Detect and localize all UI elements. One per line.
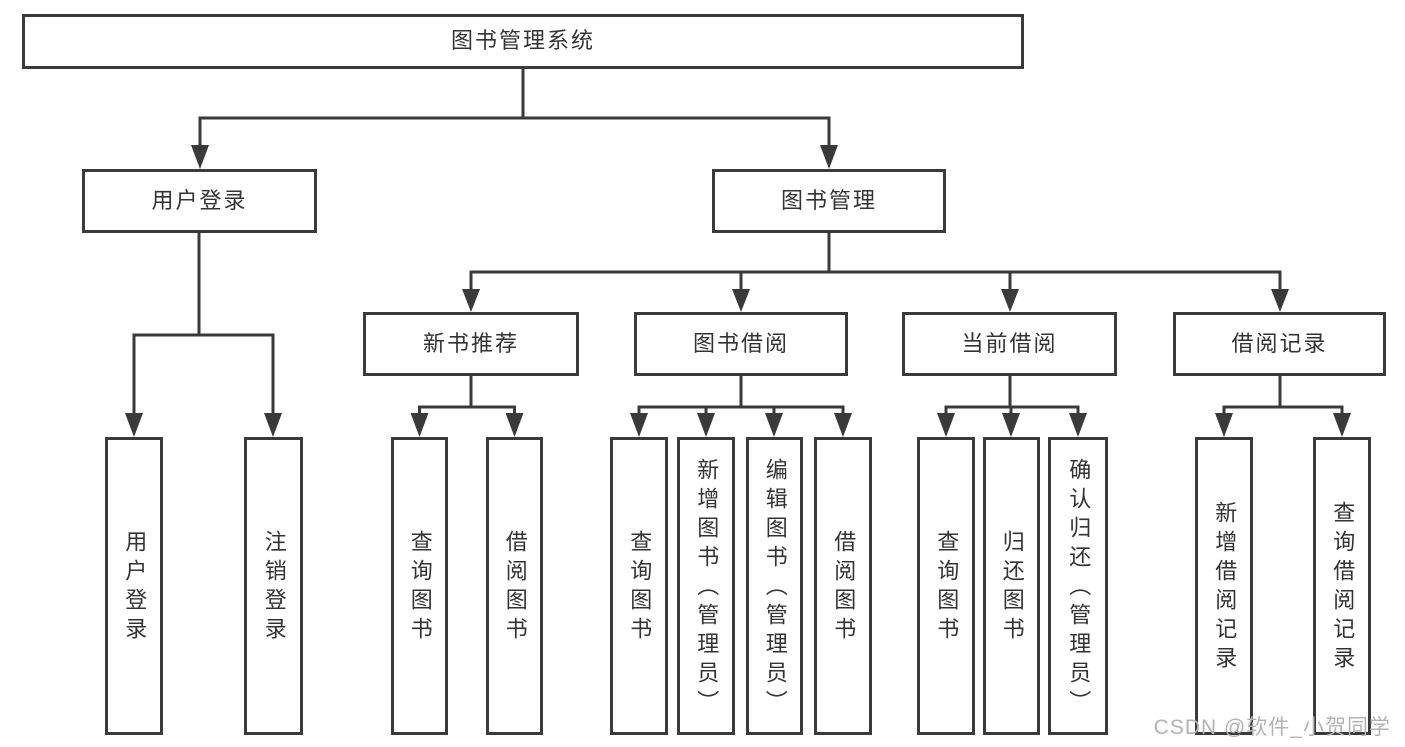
node-root: 图书管理系统 (22, 14, 1024, 69)
node-edit-book-admin: 编辑图书（管理员） (746, 437, 803, 735)
node-query-books-recommend: 查询图书 (391, 437, 448, 735)
node-current-borrowing: 当前借阅 (902, 312, 1117, 376)
node-query-books-borrowing: 查询图书 (610, 437, 668, 735)
node-return-books: 归还图书 (983, 437, 1040, 735)
node-borrowing-records: 借阅记录 (1173, 312, 1386, 376)
node-user-login-action: 用户登录 (105, 437, 163, 735)
node-query-borrow-record: 查询借阅记录 (1313, 437, 1371, 735)
node-query-books-current: 查询图书 (917, 437, 975, 735)
node-add-book-admin: 新增图书（管理员） (677, 437, 735, 735)
node-add-borrow-record: 新增借阅记录 (1195, 437, 1253, 735)
node-new-book-recommend: 新书推荐 (363, 312, 579, 376)
node-book-management: 图书管理 (712, 169, 946, 233)
csdn-watermark: CSDN @软件_小贺同学 (1153, 716, 1391, 739)
node-confirm-return-admin: 确认归还（管理员） (1048, 437, 1108, 735)
node-user-login: 用户登录 (82, 169, 317, 233)
node-borrow-books-recommend: 借阅图书 (486, 437, 543, 735)
node-borrow-books-borrowing: 借阅图书 (814, 437, 872, 735)
node-logout: 注销登录 (244, 437, 303, 735)
node-book-borrowing: 图书借阅 (634, 312, 848, 376)
